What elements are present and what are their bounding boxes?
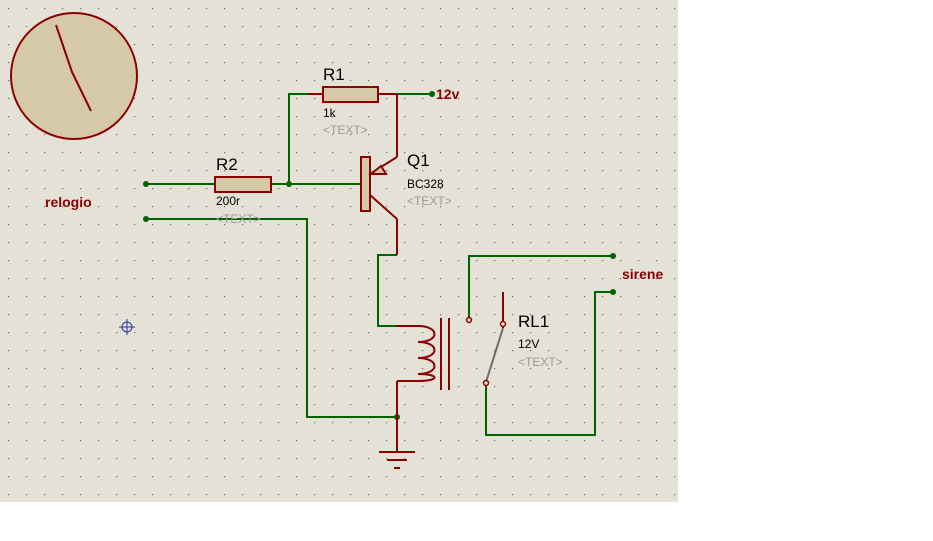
r1-ref-label: R1 bbox=[323, 65, 345, 84]
rl1-text-placeholder: <TEXT> bbox=[518, 355, 563, 369]
resistor-r1[interactable]: R1 1k <TEXT> bbox=[308, 65, 397, 137]
schematic-canvas[interactable]: R1 1k <TEXT> R2 200r <TEXT> Q1 BC328 <TE… bbox=[0, 0, 678, 502]
ground-icon[interactable] bbox=[379, 417, 415, 469]
rl1-value-label: 12V bbox=[518, 337, 539, 351]
resistor-r2[interactable]: R2 200r <TEXT> bbox=[214, 155, 272, 226]
net-label-12v: 12v bbox=[436, 86, 460, 102]
relay-coil[interactable] bbox=[396, 318, 450, 417]
wire-collector-coil bbox=[377, 254, 397, 327]
r2-text-placeholder: <TEXT> bbox=[216, 212, 261, 226]
r1-value-label: 1k bbox=[323, 106, 337, 120]
relay-contact[interactable]: RL1 12V <TEXT> bbox=[465, 292, 563, 387]
r2-value-label: 200r bbox=[216, 194, 240, 208]
q1-text-placeholder: <TEXT> bbox=[407, 194, 452, 208]
wire-contact-top bbox=[468, 255, 613, 320]
net-label-sirene: sirene bbox=[622, 266, 663, 282]
crosshair-cursor-icon bbox=[119, 319, 135, 335]
q1-ref-label: Q1 bbox=[407, 151, 430, 170]
transistor-q1[interactable] bbox=[360, 94, 398, 255]
net-label-relogio: relogio bbox=[45, 194, 92, 210]
r2-ref-label: R2 bbox=[216, 155, 238, 174]
q1-value-label: BC328 bbox=[407, 177, 444, 191]
wire-contact-bottom bbox=[485, 291, 613, 436]
junctions bbox=[143, 91, 616, 420]
wire-relogio-return bbox=[146, 218, 397, 418]
r1-text-placeholder: <TEXT> bbox=[323, 123, 368, 137]
rl1-ref-label: RL1 bbox=[518, 312, 549, 331]
analog-meter-icon[interactable] bbox=[10, 12, 138, 140]
